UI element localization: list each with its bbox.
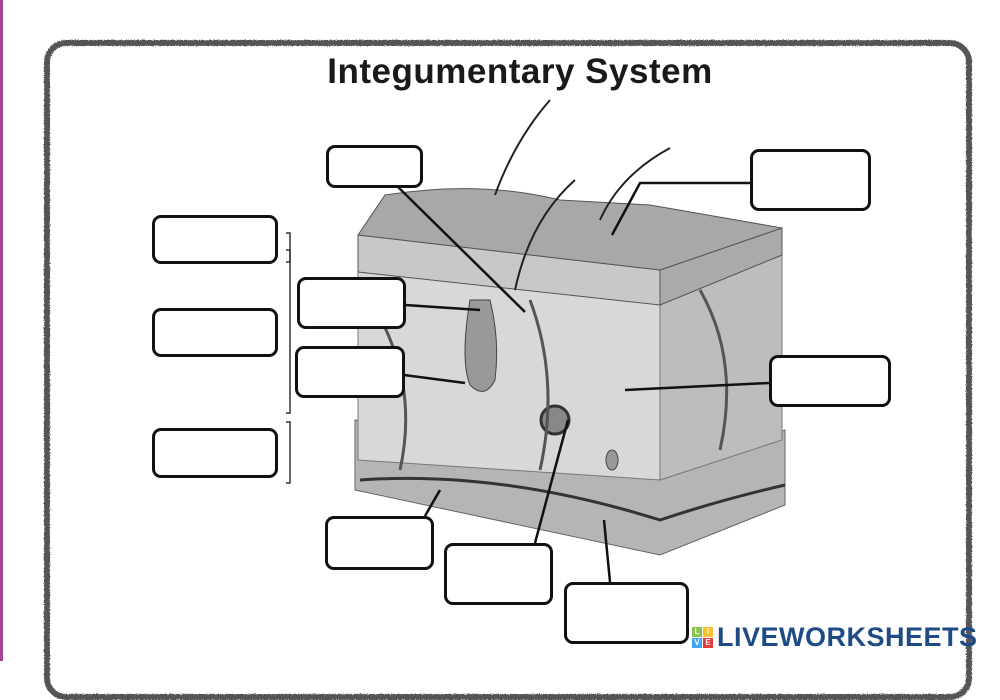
logo-tile: I <box>703 627 713 637</box>
label-input-3[interactable] <box>152 215 278 264</box>
logo-tile: V <box>692 638 702 648</box>
label-input-5[interactable] <box>152 308 278 357</box>
label-input-10[interactable] <box>444 543 553 605</box>
leader-line <box>403 373 466 385</box>
hair-strand <box>514 179 576 291</box>
hair-strand <box>599 147 671 221</box>
leader-line <box>397 186 526 313</box>
leader-line <box>602 519 612 583</box>
hair-strand <box>494 99 551 196</box>
logo-tile: L <box>692 627 702 637</box>
bracket-epidermis <box>286 232 291 263</box>
logo-tiles-icon: L I V E <box>692 627 713 648</box>
liveworksheets-logo[interactable]: L I V E LIVEWORKSHEETS <box>692 622 978 653</box>
label-input-9[interactable] <box>325 516 434 570</box>
skin-diagram <box>286 99 786 583</box>
logo-text: LIVEWORKSHEETS <box>717 622 978 652</box>
label-input-1[interactable] <box>326 145 423 188</box>
label-input-8[interactable] <box>152 428 278 478</box>
page-edge-line <box>0 0 3 661</box>
label-input-4[interactable] <box>297 277 406 329</box>
skin-surface <box>357 188 783 271</box>
label-input-2[interactable] <box>750 149 871 211</box>
label-input-11[interactable] <box>564 582 689 644</box>
bracket-dermis <box>286 249 291 414</box>
leader-line <box>533 419 570 544</box>
logo-tile: E <box>703 638 713 648</box>
hair-follicle <box>464 299 498 392</box>
bracket-hypodermis <box>286 421 291 484</box>
label-input-7[interactable] <box>769 355 891 407</box>
leader-line <box>610 181 750 236</box>
leader-line <box>404 303 481 312</box>
blood-vessel <box>359 476 786 522</box>
leader-line <box>624 381 770 392</box>
leader-line <box>423 489 442 517</box>
receptor <box>605 449 619 471</box>
page-title: Integumentary System <box>327 52 713 91</box>
label-input-6[interactable] <box>295 346 405 398</box>
